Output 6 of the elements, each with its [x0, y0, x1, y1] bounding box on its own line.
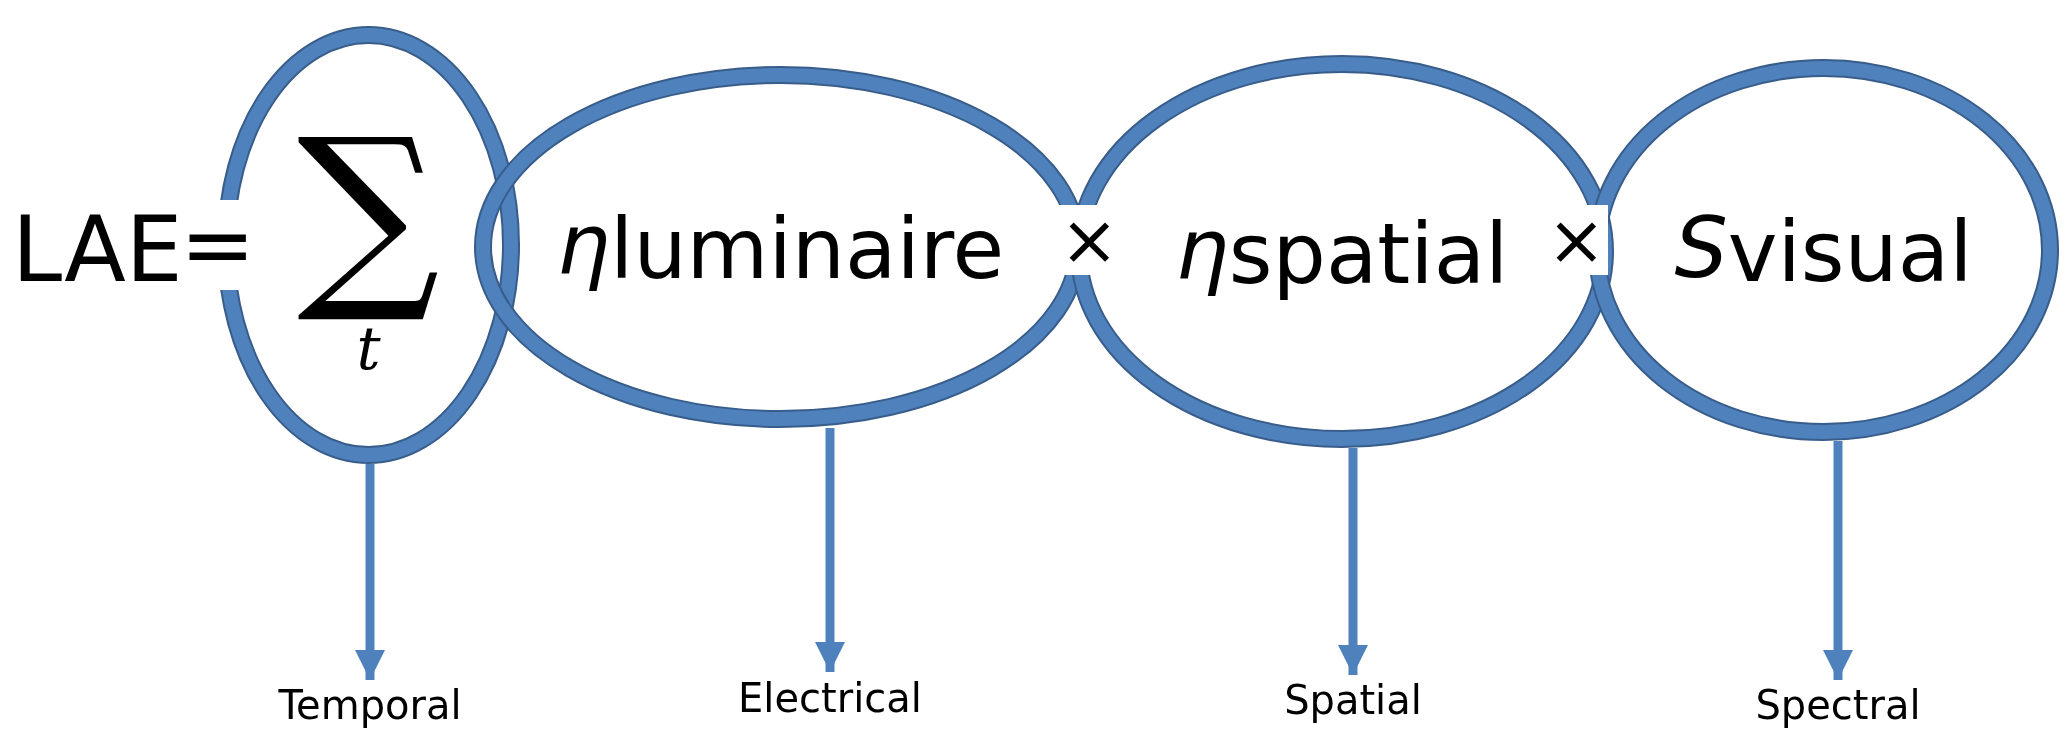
term-ellipse — [1070, 55, 1614, 448]
category-label: Electrical — [738, 678, 922, 718]
arrow — [1338, 448, 1368, 675]
arrow — [815, 428, 845, 672]
arrow — [355, 464, 385, 680]
arrow — [1823, 441, 1853, 680]
